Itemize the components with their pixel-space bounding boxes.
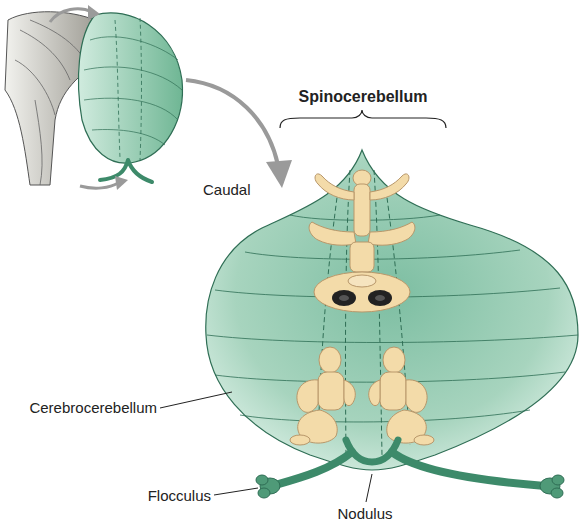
part-label: Cerebrocerebellum: [29, 399, 157, 417]
part-label: Flocculus: [148, 487, 211, 505]
part-label: Nodulus: [337, 505, 392, 523]
orientation-label: Caudal: [203, 181, 251, 199]
region-heading: Spinocerebellum: [299, 87, 428, 106]
